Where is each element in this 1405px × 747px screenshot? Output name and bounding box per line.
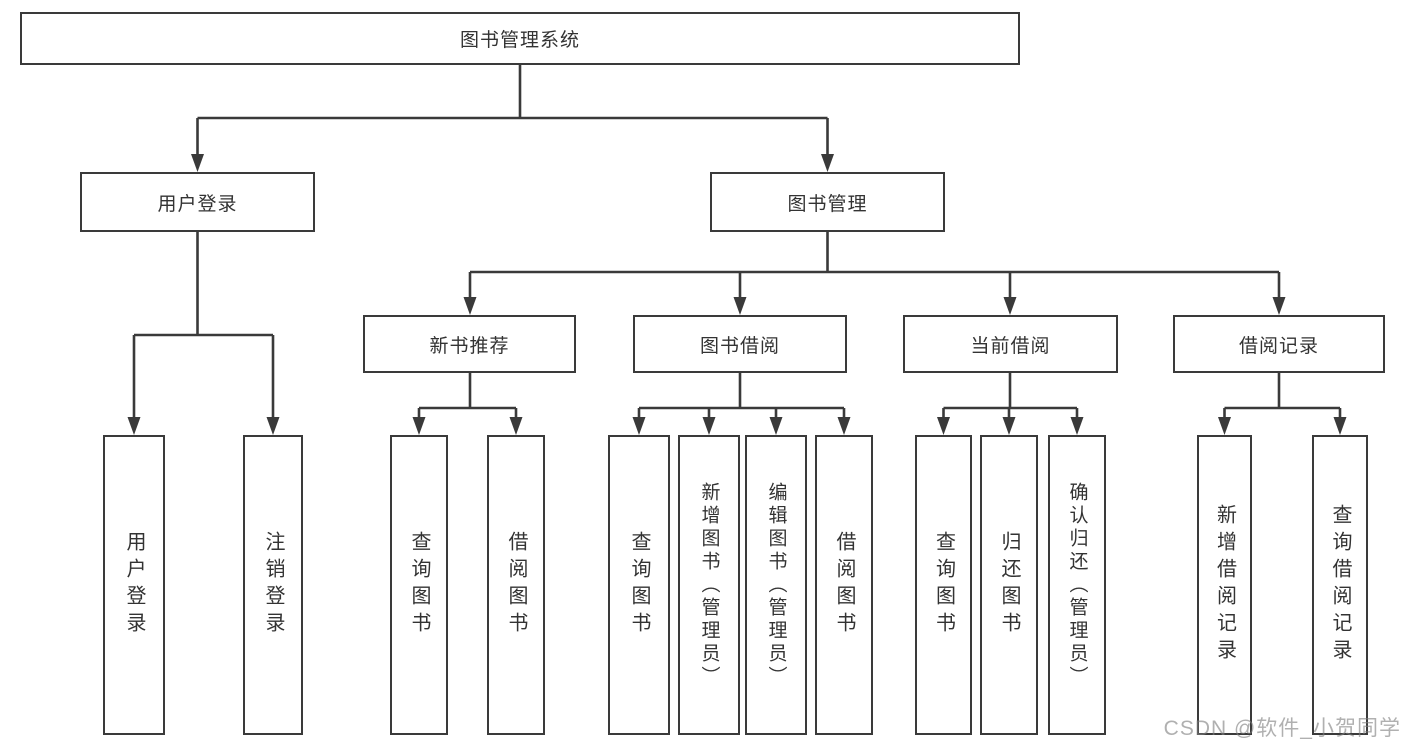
node-label: 当前借阅 [970,335,1051,357]
leaf-borrow-books-1: 借阅图书 [487,435,545,735]
leaf-logout-login: 注销登录 [243,435,303,735]
node-label: 图书管理系统 [459,30,580,51]
leaf-confirm-return-admin: 确认归还（管理员） [1048,435,1106,735]
node-label: 借阅图书 [505,531,527,639]
node-book-management-system: 图书管理系统 [20,12,1020,65]
node-label: 借阅图书 [833,531,855,639]
leaf-query-books-2: 查询图书 [608,435,670,735]
leaf-return-books: 归还图书 [980,435,1038,735]
node-new-book-recommend: 新书推荐 [363,315,576,373]
csdn-watermark: CSDN @软件_小贺同学 [1163,717,1401,740]
node-label: 新增借阅记录 [1213,504,1236,666]
leaf-borrow-books-2: 借阅图书 [815,435,873,735]
node-user-login: 用户登录 [80,172,315,232]
leaf-add-borrow-record: 新增借阅记录 [1197,435,1252,735]
node-label: 查询借阅记录 [1329,504,1351,666]
node-label: 查询图书 [408,531,430,639]
node-label: 查询图书 [932,531,955,639]
node-label: 注销登录 [262,531,284,639]
node-label: 新增图书（管理员） [698,481,720,689]
leaf-query-books-3: 查询图书 [915,435,972,735]
node-label: 图书借阅 [699,335,780,357]
node-label: 查询图书 [628,531,650,639]
leaf-query-borrow-record: 查询借阅记录 [1312,435,1368,735]
node-book-management: 图书管理 [710,172,945,232]
node-label: 新书推荐 [429,335,510,357]
leaf-edit-books-admin: 编辑图书（管理员） [745,435,807,735]
node-borrow-records: 借阅记录 [1173,315,1385,373]
node-current-borrow: 当前借阅 [903,315,1118,373]
leaf-query-books-1: 查询图书 [390,435,448,735]
node-book-borrow: 图书借阅 [633,315,847,373]
node-label: 归还图书 [998,531,1020,639]
node-label: 借阅记录 [1238,335,1319,357]
leaf-user-login: 用户登录 [103,435,165,735]
node-label: 用户登录 [157,193,238,215]
node-label: 编辑图书（管理员） [765,481,787,689]
leaf-add-books-admin: 新增图书（管理员） [678,435,740,735]
node-label: 用户登录 [123,531,145,639]
node-label: 确认归还（管理员） [1066,481,1088,689]
node-label: 图书管理 [787,193,868,215]
